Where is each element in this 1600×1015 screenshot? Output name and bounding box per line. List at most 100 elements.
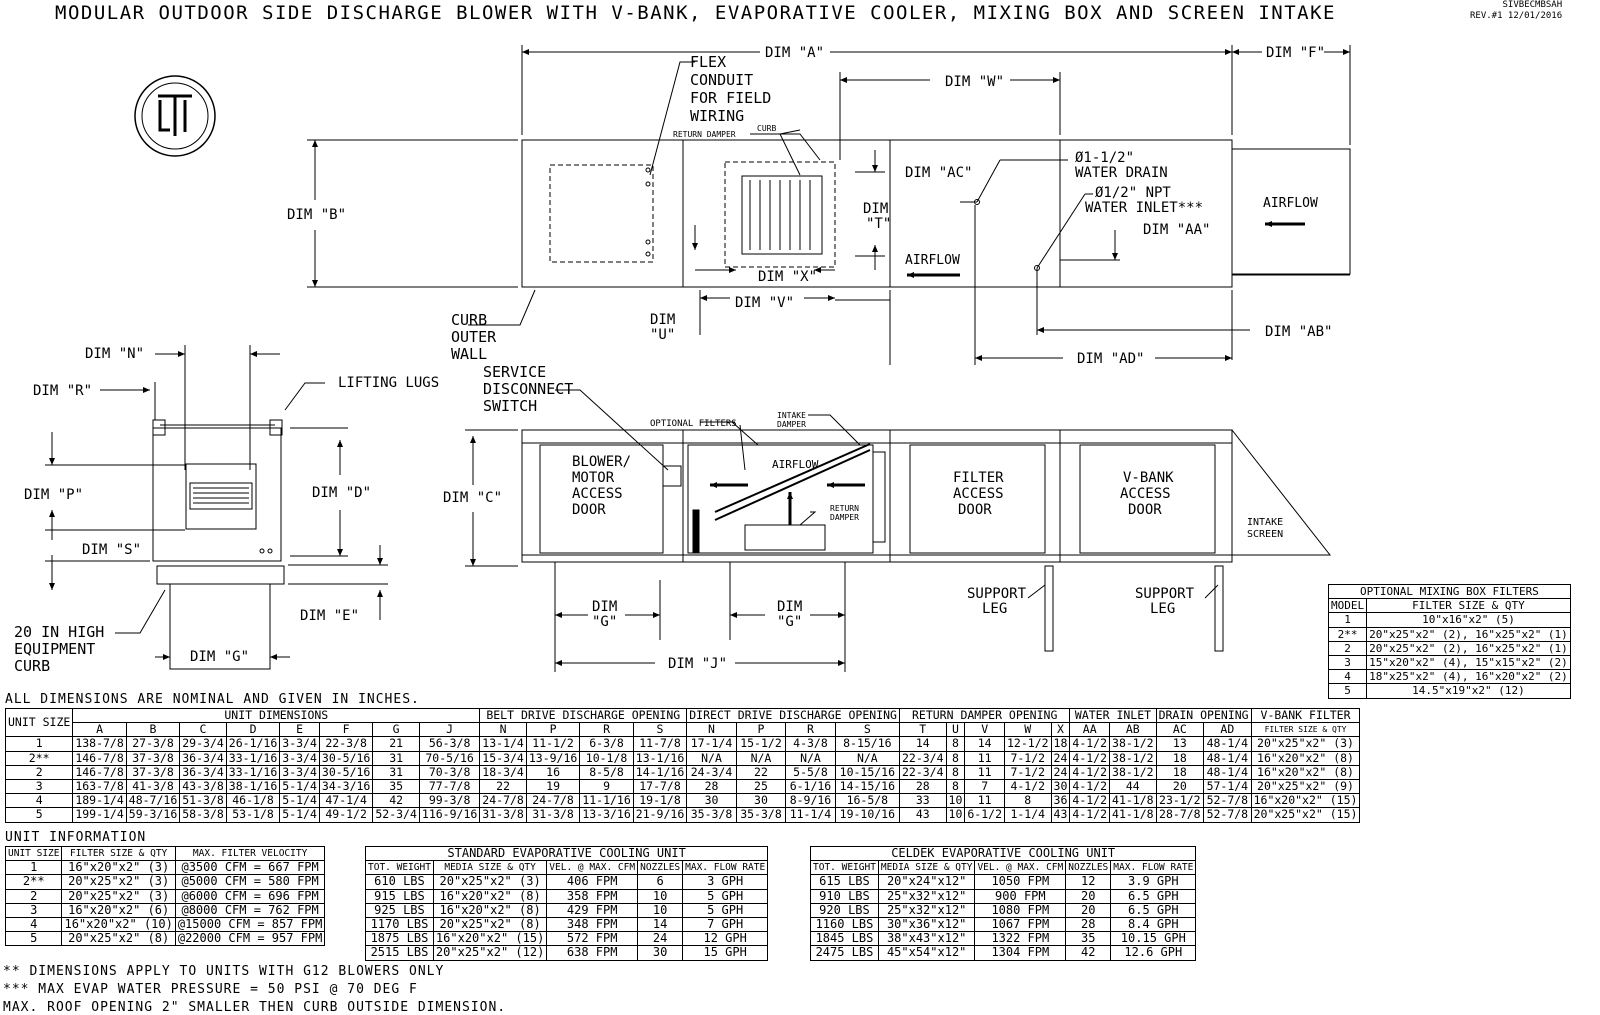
dimension-cell: 19 — [525, 779, 581, 795]
mixing-box-cell: 4 — [1327, 669, 1368, 685]
dimension-cell: 37-3/8 — [125, 750, 181, 766]
water-inlet-label-2: WATER INLET*** — [1085, 200, 1203, 216]
dimension-cell: 48-1/4 — [1203, 764, 1252, 781]
table-cell: 16"x20"x2" (15) — [432, 931, 548, 947]
dimension-cell: 38-1/2 — [1109, 764, 1157, 781]
dimension-cell: 48-1/4 — [1203, 750, 1252, 766]
dimension-cell: 23-1/2 — [1155, 793, 1205, 809]
table-cell: 2515 LBS — [365, 945, 434, 961]
dimension-cell: 21 — [372, 736, 420, 752]
table-cell: 20"x25"x2" (3) — [61, 888, 176, 904]
dim-ab-label: DIM "AB" — [1265, 324, 1332, 340]
dim-t-label-2: "T" — [866, 216, 891, 232]
dimension-cell: 24 — [1050, 750, 1071, 766]
etl-logo — [134, 75, 216, 157]
support-leg-label-1: SUPPORT — [967, 586, 1027, 602]
table-cell: 6 — [637, 874, 684, 890]
column-header: X — [1050, 722, 1071, 738]
doc-id: SIVBECMBSAH — [1502, 0, 1563, 10]
dim-s-label: DIM "S" — [82, 542, 141, 558]
column-header: N — [479, 722, 527, 738]
dimension-cell: 51-3/8 — [179, 793, 227, 809]
table-cell: 30 — [637, 945, 684, 961]
mixing-box-row: 2**20"x25"x2" (2), 16"x25"x2" (1) — [1327, 626, 1571, 642]
dimension-cell: 35 — [372, 779, 420, 795]
flex-label-3: FOR FIELD — [690, 89, 771, 107]
table-cell: 16"x20"x2" (3) — [61, 860, 176, 876]
table-cell: 429 FPM — [546, 902, 639, 919]
filter-door-label-1: FILTER — [953, 470, 1004, 486]
footnote: MAX. ROOF OPENING 2" SMALLER THEN CURB O… — [3, 1000, 507, 1015]
dimension-cell: 10-1/8 — [579, 750, 634, 766]
mixing-box-cell: 3 — [1327, 655, 1368, 671]
filter-door-label-3: DOOR — [958, 502, 992, 518]
mixing-box-cell: 15"x20"x2" (4), 15"x15"x2" (2) — [1366, 655, 1571, 671]
column-header: AD — [1203, 722, 1252, 738]
dimension-cell: 49-1/2 — [318, 807, 374, 823]
mixing-box-cell: 20"x25"x2" (2), 16"x25"x2" (1) — [1366, 626, 1571, 642]
table-cell: 920 LBS — [810, 902, 879, 919]
dimension-cell: 31 — [372, 764, 420, 781]
table-cell: 3 GPH — [682, 874, 769, 890]
dimension-cell: 42 — [372, 793, 420, 809]
dimension-cell: 30-5/16 — [318, 764, 374, 781]
water-inlet-label-1: Ø1/2" NPT — [1095, 185, 1171, 201]
dimension-cell: 13-3/16 — [579, 807, 634, 823]
table-cell: 12 GPH — [682, 931, 769, 947]
unit-info-title: UNIT INFORMATION — [5, 830, 147, 845]
table-cell: 16"x20"x2" (8) — [432, 902, 548, 919]
dim-r-label: DIM "R" — [33, 383, 92, 399]
group-header: DRAIN OPENING — [1155, 707, 1252, 724]
dimension-cell: 70-3/8 — [418, 764, 481, 781]
dimension-cell: 99-3/8 — [418, 793, 481, 809]
dimension-cell: 52-7/8 — [1203, 807, 1252, 823]
dimension-cell: 14 — [964, 736, 1005, 752]
table-cell: 2475 LBS — [810, 945, 879, 961]
dimension-cell: 16"x20"x2" (8) — [1250, 750, 1361, 766]
dimension-cell: 4-1/2 — [1069, 764, 1111, 781]
mixing-box-cell: 2** — [1327, 626, 1368, 642]
dimension-cell: 4-3/8 — [785, 736, 836, 752]
table-title: CELDEK EVAPORATIVE COOLING UNIT — [809, 845, 1197, 862]
table-cell: 25"x32"x12" — [877, 902, 976, 919]
table-cell: 3 — [4, 902, 63, 919]
dimension-cell: N/A — [686, 750, 737, 766]
dimension-cell: 48-7/16 — [125, 793, 181, 809]
dimension-cell: 59-3/16 — [125, 807, 181, 823]
table-cell: 6.5 GPH — [1110, 902, 1197, 919]
dimension-cell: 11-1/16 — [579, 793, 634, 809]
dimension-cell: 38-1/2 — [1109, 736, 1157, 752]
table-cell: 1170 LBS — [365, 917, 434, 933]
dimension-cell: 22-3/4 — [898, 764, 947, 781]
dimension-cell: 15-3/4 — [479, 750, 527, 766]
dimension-cell: 11-1/2 — [525, 736, 581, 752]
dimension-cell: 16-5/8 — [834, 793, 900, 809]
table-cell: 610 LBS — [365, 874, 434, 890]
dim-g-label-2a: DIM — [777, 599, 802, 615]
dimension-cell: 1 — [4, 736, 74, 752]
mixing-box-cell: 2 — [1327, 640, 1368, 657]
column-header: B — [125, 722, 181, 738]
dimension-cell: 20"x25"x2" (3) — [1250, 736, 1361, 752]
dimension-cell: 4 — [4, 793, 74, 809]
table-cell: 16"x20"x2" (6) — [61, 902, 176, 919]
table-cell: 10.15 GPH — [1110, 931, 1197, 947]
mixing-box-cell: 14.5"x19"x2" (12) — [1366, 683, 1571, 699]
dimension-cell: 28 — [686, 779, 737, 795]
table-cell: 10 — [637, 888, 684, 904]
table-cell: 15 GPH — [682, 945, 769, 961]
dimension-cell: 48-1/4 — [1203, 736, 1252, 752]
optional-filters-label: OPTIONAL FILTERS — [650, 419, 737, 429]
dim-b-label: DIM "B" — [287, 207, 346, 223]
column-header: AA — [1069, 722, 1111, 738]
mixing-box-cell: 1 — [1327, 612, 1368, 628]
